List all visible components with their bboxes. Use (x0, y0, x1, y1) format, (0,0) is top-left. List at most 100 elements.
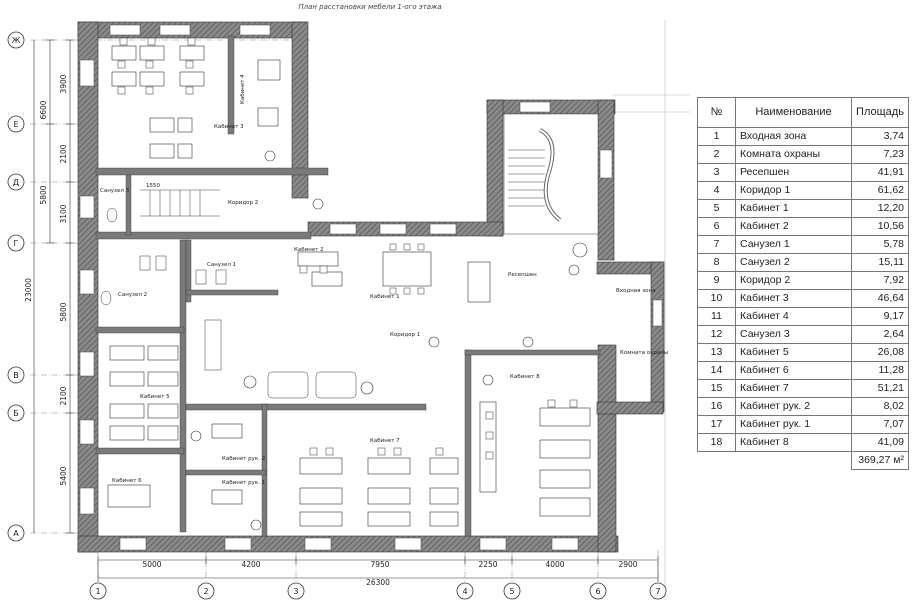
axis-col-4: 4 (462, 587, 467, 596)
header-area: Площадь (851, 97, 909, 128)
label-corr2: Коридор 2 (228, 200, 258, 206)
cell-name: Кабинет 5 (735, 343, 852, 362)
label-cab7: Кабинет 7 (370, 438, 400, 444)
total-area: 369,27 м² (851, 451, 909, 470)
cell-number: 6 (697, 217, 736, 236)
cell-name: Коридор 2 (735, 271, 852, 290)
plant-icons (190, 150, 588, 531)
cell-name: Кабинет 8 (735, 433, 852, 452)
cell-area: 61,62 (851, 181, 909, 200)
axis-row-e: Е (13, 120, 18, 129)
label-cab5: Кабинет 5 (140, 394, 170, 400)
cell-area: 3,74 (851, 127, 909, 146)
label-bath2: Санузел 2 (118, 292, 147, 298)
axis-col-5: 5 (509, 587, 514, 596)
cell-area: 46,64 (851, 289, 909, 308)
cell-number: 2 (697, 145, 736, 164)
total-spacer (698, 452, 736, 470)
axis-col-7: 7 (655, 587, 660, 596)
axis-row-d: Д (13, 178, 19, 187)
cell-area: 5,78 (851, 235, 909, 254)
cell-number: 17 (697, 415, 736, 434)
cell-number: 3 (697, 163, 736, 182)
label-cab6: Кабинет 6 (112, 478, 142, 484)
stair-small (140, 189, 220, 217)
cell-area: 9,17 (851, 307, 909, 326)
header-name: Наименование (735, 97, 852, 128)
furniture-chairs (117, 37, 578, 460)
dim-h-7950: 7950 (370, 560, 389, 569)
total-spacer-name (736, 452, 852, 470)
cell-name: Санузел 2 (735, 253, 852, 272)
cell-area: 51,21 (851, 379, 909, 398)
cell-name: Кабинет 6 (735, 361, 852, 380)
horizontal-dimension-chains (97, 556, 659, 582)
dim-v-2100-top: 2100 (59, 144, 68, 163)
cell-name: Кабинет 4 (735, 307, 852, 326)
room-labels: Кабинет 3 Кабинет 4 Санузел 3 Коридор 2 … (100, 74, 668, 486)
header-number: № (697, 97, 736, 128)
cell-area: 26,08 (851, 343, 909, 362)
cell-number: 4 (697, 181, 736, 200)
label-cab4: Кабинет 4 (240, 74, 246, 104)
cell-number: 1 (697, 127, 736, 146)
axis-row-a: А (13, 529, 19, 538)
axis-row-b: Б (13, 409, 19, 418)
cell-area: 10,56 (851, 217, 909, 236)
cell-number: 9 (697, 271, 736, 290)
axis-gridlines (30, 39, 659, 585)
cell-name: Ресепшен (735, 163, 852, 182)
sanitary-fixtures (100, 207, 227, 306)
cell-area: 7,07 (851, 415, 909, 434)
sheet-frame-lines (612, 20, 690, 600)
label-cabruk1: Кабинет рук. 1 (222, 480, 265, 486)
cell-name: Кабинет 2 (735, 217, 852, 236)
cell-name: Кабинет рук. 1 (735, 415, 852, 434)
dimension-labels: 3900 2100 3100 5800 2100 5400 6600 5800 … (24, 74, 638, 587)
windows (79, 24, 663, 551)
furniture-desks (107, 45, 591, 527)
cell-number: 16 (697, 397, 736, 416)
axis-col-1: 1 (95, 587, 100, 596)
label-reception: Ресепшен (508, 272, 537, 278)
cell-area: 7,92 (851, 271, 909, 290)
cell-area: 12,20 (851, 199, 909, 218)
vertical-dimension-chains (33, 39, 74, 534)
cell-area: 7,23 (851, 145, 909, 164)
cell-number: 13 (697, 343, 736, 362)
cell-number: 18 (697, 433, 736, 452)
dim-v-6600: 6600 (39, 100, 48, 119)
dim-v-5800-inner: 5800 (59, 302, 68, 321)
label-cab3: Кабинет 3 (214, 124, 244, 130)
table-total-row: 369,27 м² (698, 451, 909, 470)
axis-row-g: Г (14, 239, 19, 248)
label-guard: Комната охраны (620, 350, 668, 356)
dim-v-23000: 23000 (24, 278, 33, 302)
interior-walls (95, 35, 601, 537)
cell-number: 7 (697, 235, 736, 254)
dim-stair-1550: 1550 (146, 183, 160, 189)
row-axis-markers: Ж Е Д Г В Б А (7, 31, 25, 542)
dim-v-2100-bottom: 2100 (59, 386, 68, 405)
cell-number: 15 (697, 379, 736, 398)
cell-number: 10 (697, 289, 736, 308)
axis-col-6: 6 (595, 587, 600, 596)
axis-row-zh: Ж (12, 36, 21, 45)
axis-col-2: 2 (203, 587, 208, 596)
column-axis-markers: 1 2 3 4 5 6 7 (89, 582, 667, 600)
cell-area: 2,64 (851, 325, 909, 344)
dim-h-4200: 4200 (241, 560, 260, 569)
